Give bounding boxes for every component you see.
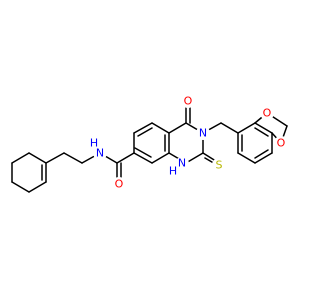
bond-layer bbox=[11, 102, 288, 193]
n1h-hydrogen-backdrop bbox=[167, 165, 179, 177]
amide-oxygen-backdrop bbox=[112, 177, 126, 191]
bond bbox=[133, 152, 153, 164]
bond bbox=[254, 152, 273, 164]
n1h-backdrop bbox=[175, 157, 189, 171]
bond bbox=[254, 149, 269, 159]
n3-nitrogen-label: N bbox=[199, 127, 207, 140]
amide-oxygen-label: O bbox=[115, 178, 124, 191]
bond bbox=[116, 152, 135, 164]
bond bbox=[11, 181, 30, 193]
atom-layer: O N N H S N H O O O bbox=[88, 94, 288, 191]
amide-hydrogen-label: H bbox=[90, 137, 98, 150]
bond bbox=[133, 122, 153, 134]
bond bbox=[11, 152, 30, 164]
dioxole-oxygen-bottom-label: O bbox=[277, 137, 286, 150]
thione-sulfur-label: S bbox=[216, 159, 223, 172]
bond bbox=[28, 152, 47, 164]
bond bbox=[237, 152, 256, 164]
bond bbox=[137, 127, 153, 137]
bond bbox=[237, 122, 256, 134]
thione-sulfur-backdrop bbox=[212, 158, 226, 172]
n3-backdrop bbox=[196, 126, 210, 140]
dioxole-oxygen-top-backdrop bbox=[260, 106, 274, 120]
bond bbox=[134, 147, 152, 158]
bond bbox=[254, 127, 269, 137]
molecule-structure: O N N H S N H O O O bbox=[11, 94, 288, 193]
amide-hydrogen-backdrop bbox=[88, 137, 100, 149]
bond bbox=[28, 181, 47, 193]
bond bbox=[254, 122, 273, 134]
amide-nitrogen-label: N bbox=[96, 147, 104, 160]
bond bbox=[220, 122, 239, 134]
bond bbox=[63, 152, 83, 164]
dioxole-oxygen-top-label: O bbox=[263, 107, 272, 120]
amide-nitrogen-backdrop bbox=[93, 146, 107, 160]
n1h-nitrogen-label: N bbox=[178, 157, 186, 170]
bond bbox=[168, 122, 187, 134]
bond bbox=[185, 152, 204, 164]
bond bbox=[45, 152, 65, 164]
n1h-hydrogen-label: H bbox=[169, 165, 177, 178]
ketone-oxygen-backdrop bbox=[181, 94, 195, 108]
bond bbox=[151, 122, 170, 134]
bond bbox=[151, 152, 170, 164]
ketone-oxygen-label: O bbox=[184, 95, 193, 108]
dioxole-oxygen-bottom-backdrop bbox=[274, 136, 288, 150]
